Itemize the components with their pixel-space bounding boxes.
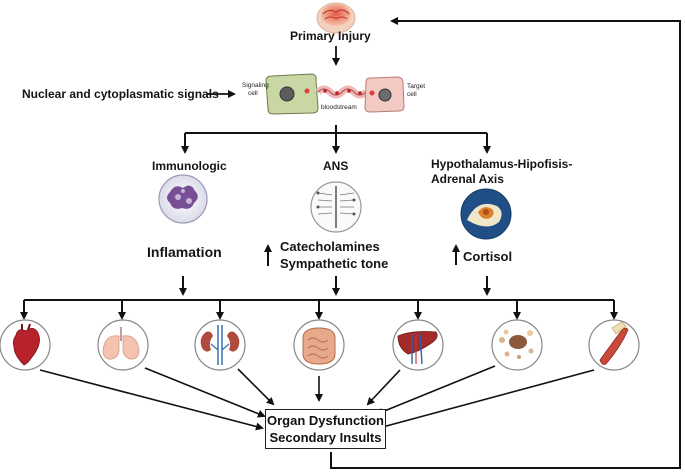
kidneys-icon xyxy=(194,319,246,371)
bloodstream-label: bloodstream xyxy=(321,104,357,111)
intestine-icon xyxy=(293,319,345,371)
immunologic-label: Immunologic xyxy=(152,159,227,173)
arrow-heart-to-outcome xyxy=(39,369,264,431)
hpa-label-line2: Adrenal Axis xyxy=(431,172,504,186)
nervous-system-icon xyxy=(310,181,362,233)
brain-endocrine-icon xyxy=(491,319,543,371)
arrow-muscle-to-outcome xyxy=(377,369,595,431)
outcome-box: Organ Dysfunction Secondary Insults xyxy=(265,409,386,449)
target-cell-label-line2: cell xyxy=(407,91,417,98)
lungs-icon xyxy=(97,319,149,371)
outcome-line2: Secondary Insults xyxy=(269,430,382,445)
primary-injury-label: Primary Injury xyxy=(290,29,371,43)
inflamation-label: Inflamation xyxy=(147,244,222,260)
neutrophil-icon xyxy=(158,174,208,224)
signaling-cell-label-line1: Signaling xyxy=(242,82,269,89)
outcome-line1: Organ Dysfunction xyxy=(266,413,384,428)
signaling-cell-label-line2: cell xyxy=(248,90,258,97)
target-cell-label-line1: Target xyxy=(407,83,426,90)
sympathetic-tone-label: Sympathetic tone xyxy=(280,256,389,271)
target-cell-icon xyxy=(364,76,405,113)
muscle-bone-icon xyxy=(588,319,640,371)
heart-icon xyxy=(0,319,51,371)
arrow-liver-to-outcome xyxy=(366,369,401,406)
arrow-kidneys-to-outcome xyxy=(237,368,275,406)
liver-icon xyxy=(392,319,444,371)
arrow-lungs-to-outcome xyxy=(144,367,266,418)
signaling-cell-icon xyxy=(265,73,319,115)
adrenal-gland-icon xyxy=(460,188,512,240)
ans-label: ANS xyxy=(323,159,349,173)
hpa-label-line1: Hypothalamus-Hipofisis- xyxy=(431,157,573,171)
catecholamines-label: Catecholamines xyxy=(280,239,380,254)
brain-injury-icon xyxy=(316,2,356,34)
feedback-loop-arrow xyxy=(330,17,681,469)
arrow-brain-to-outcome xyxy=(375,365,496,416)
bloodstream-icon xyxy=(315,85,369,99)
cortisol-label: Cortisol xyxy=(463,249,513,264)
signals-label: Nuclear and cytoplasmatic signals xyxy=(22,87,219,101)
